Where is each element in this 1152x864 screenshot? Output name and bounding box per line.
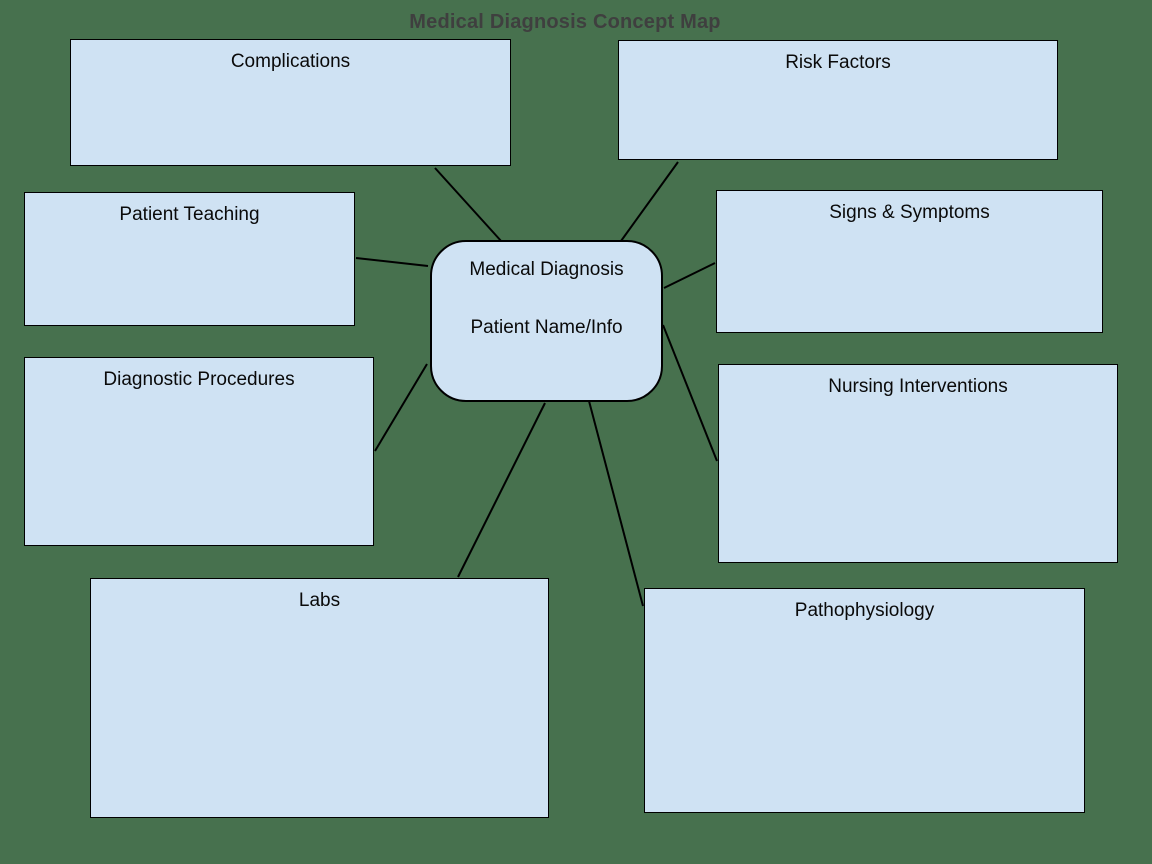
connector-pathophysiology [588, 400, 644, 607]
connector-complications [434, 167, 503, 243]
node-label: Nursing Interventions [828, 376, 1008, 397]
node-label: Risk Factors [785, 52, 891, 73]
node-nursing-interventions[interactable]: Nursing Interventions [718, 364, 1118, 563]
connector-labs [457, 402, 546, 578]
node-label: Complications [230, 51, 351, 72]
connector-signs-symptoms [663, 262, 716, 289]
node-diagnostic-procedures[interactable]: Diagnostic Procedures [24, 357, 374, 546]
node-medical-diagnosis-center[interactable]: Medical Diagnosis Patient Name/Info [430, 240, 663, 402]
node-pathophysiology[interactable]: Pathophysiology [644, 588, 1085, 813]
node-label: Signs & Symptoms [829, 202, 990, 223]
diagram-title: Medical Diagnosis Concept Map [409, 11, 721, 33]
center-node-title: Medical Diagnosis [469, 259, 624, 280]
connector-nursing-interventions [662, 324, 718, 462]
node-complications[interactable]: Complications [70, 39, 511, 166]
node-label: Patient Teaching [119, 204, 260, 225]
node-label: Pathophysiology [794, 600, 935, 621]
node-signs-symptoms[interactable]: Signs & Symptoms [716, 190, 1103, 333]
connector-diagnostic-procedures [374, 363, 428, 452]
node-label: Diagnostic Procedures [103, 369, 295, 390]
node-label: Labs [298, 590, 341, 611]
center-node-subtitle: Patient Name/Info [470, 317, 623, 338]
connector-risk-factors [620, 161, 679, 242]
node-risk-factors[interactable]: Risk Factors [618, 40, 1058, 160]
node-patient-teaching[interactable]: Patient Teaching [24, 192, 355, 326]
node-labs[interactable]: Labs [90, 578, 549, 818]
connector-patient-teaching [355, 257, 429, 267]
